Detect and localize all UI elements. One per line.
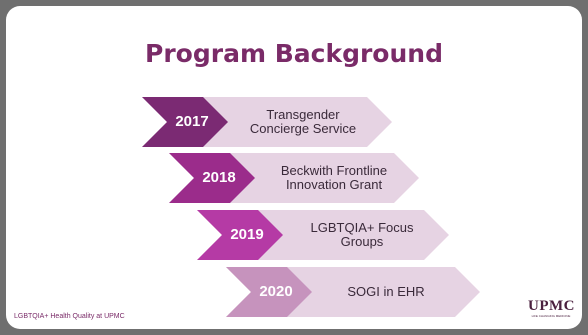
logo-tagline: LIFE CHANGING MEDICINE (531, 314, 571, 318)
timeline-year: 2019 (230, 226, 264, 243)
timeline-year: 2017 (175, 113, 209, 130)
timeline-text: Beckwith Frontline Innovation Grant (280, 163, 388, 192)
timeline-text: SOGI in EHR (347, 284, 425, 299)
logo-wordmark: UPMC (528, 298, 575, 314)
slide: Program Background 2017 Transgender Conc… (6, 6, 582, 329)
timeline-item-2017: 2017 Transgender Concierge Service (142, 97, 392, 147)
timeline-item-2020: 2020 SOGI in EHR (226, 267, 480, 317)
timeline-text: Transgender Concierge Service (249, 107, 357, 136)
timeline-text: LGBTQIA+ Focus Groups (310, 220, 414, 249)
timeline-year: 2018 (202, 169, 236, 186)
upmc-logo: UPMC LIFE CHANGING MEDICINE (528, 298, 575, 318)
timeline-year: 2020 (259, 283, 293, 300)
slide-title: Program Background (145, 39, 443, 68)
timeline-item-2019: 2019 LGBTQIA+ Focus Groups (197, 210, 449, 260)
footer-text: LGBTQIA+ Health Quality at UPMC (14, 313, 125, 320)
timeline-item-2018: 2018 Beckwith Frontline Innovation Grant (169, 153, 419, 203)
